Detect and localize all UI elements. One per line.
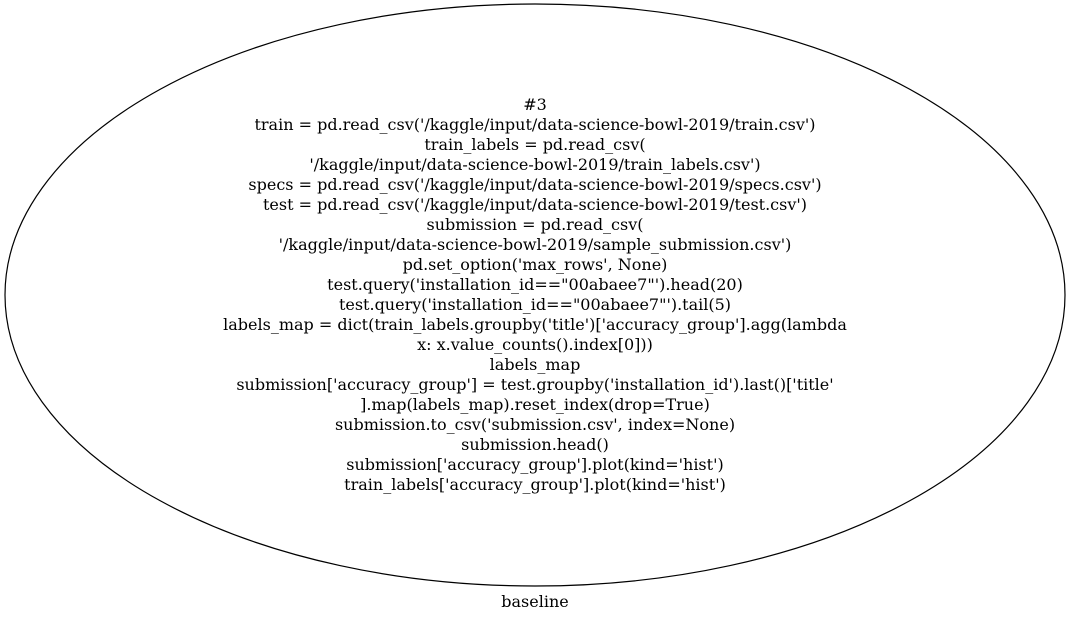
- code-line: '/kaggle/input/data-science-bowl-2019/sa…: [279, 235, 792, 254]
- code-line: train = pd.read_csv('/kaggle/input/data-…: [254, 115, 815, 134]
- code-line: '/kaggle/input/data-science-bowl-2019/tr…: [309, 155, 760, 174]
- code-line: x: x.value_counts().index[0])): [417, 335, 653, 354]
- graph-caption: baseline: [501, 592, 568, 611]
- code-line: submission.to_csv('submission.csv', inde…: [335, 415, 735, 434]
- code-line: train_labels = pd.read_csv(: [424, 135, 645, 154]
- code-line: ].map(labels_map).reset_index(drop=True): [360, 395, 710, 414]
- code-line: pd.set_option('max_rows', None): [403, 255, 668, 274]
- code-line: submission.head(): [461, 435, 609, 454]
- code-line: labels_map: [490, 355, 581, 374]
- code-line: test.query('installation_id=="00abaee7"'…: [327, 275, 743, 294]
- node-id: #3: [523, 95, 547, 114]
- code-line: test = pd.read_csv('/kaggle/input/data-s…: [263, 195, 807, 214]
- code-line: submission['accuracy_group'].plot(kind='…: [346, 455, 723, 474]
- node-ellipse: [4, 3, 1066, 587]
- code-line: test.query('installation_id=="00abaee7"'…: [339, 295, 731, 314]
- code-line: train_labels['accuracy_group'].plot(kind…: [344, 475, 726, 494]
- code-line: labels_map = dict(train_labels.groupby('…: [223, 315, 847, 334]
- code-line: submission['accuracy_group'] = test.grou…: [236, 375, 833, 394]
- code-line: specs = pd.read_csv('/kaggle/input/data-…: [248, 175, 821, 194]
- code-line: submission = pd.read_csv(: [426, 215, 643, 234]
